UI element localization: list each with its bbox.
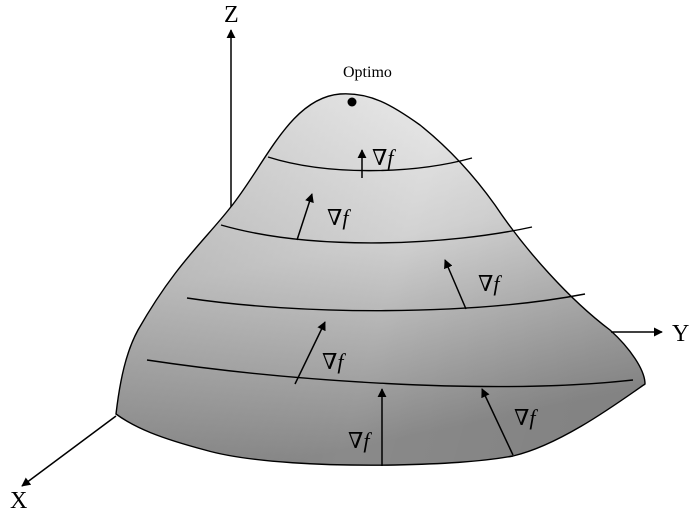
contour-line-3 [186,293,586,312]
gradient-label: ∇f [348,428,372,453]
x-axis [21,415,117,487]
gradient-arrow [294,321,326,385]
gradient-label: ∇f [478,271,502,296]
gradient-label: ∇f [372,145,396,170]
gradient-arrow [296,193,314,241]
x-axis-label: X [10,488,27,514]
optimum-label: Optimo [343,64,392,81]
gradient-arrow [481,388,514,456]
contour-line-1 [267,156,473,172]
y-axis-label: Y [672,321,689,347]
contour-line-4 [146,359,634,388]
gradient-label: ∇f [514,405,538,430]
z-axis-label: Z [224,2,239,28]
gradient-arrow [444,259,467,310]
optimum-point [347,97,357,107]
gradient-label: ∇f [327,205,351,230]
contour-line-2 [220,224,533,244]
gradient-label: ∇f [322,349,346,374]
